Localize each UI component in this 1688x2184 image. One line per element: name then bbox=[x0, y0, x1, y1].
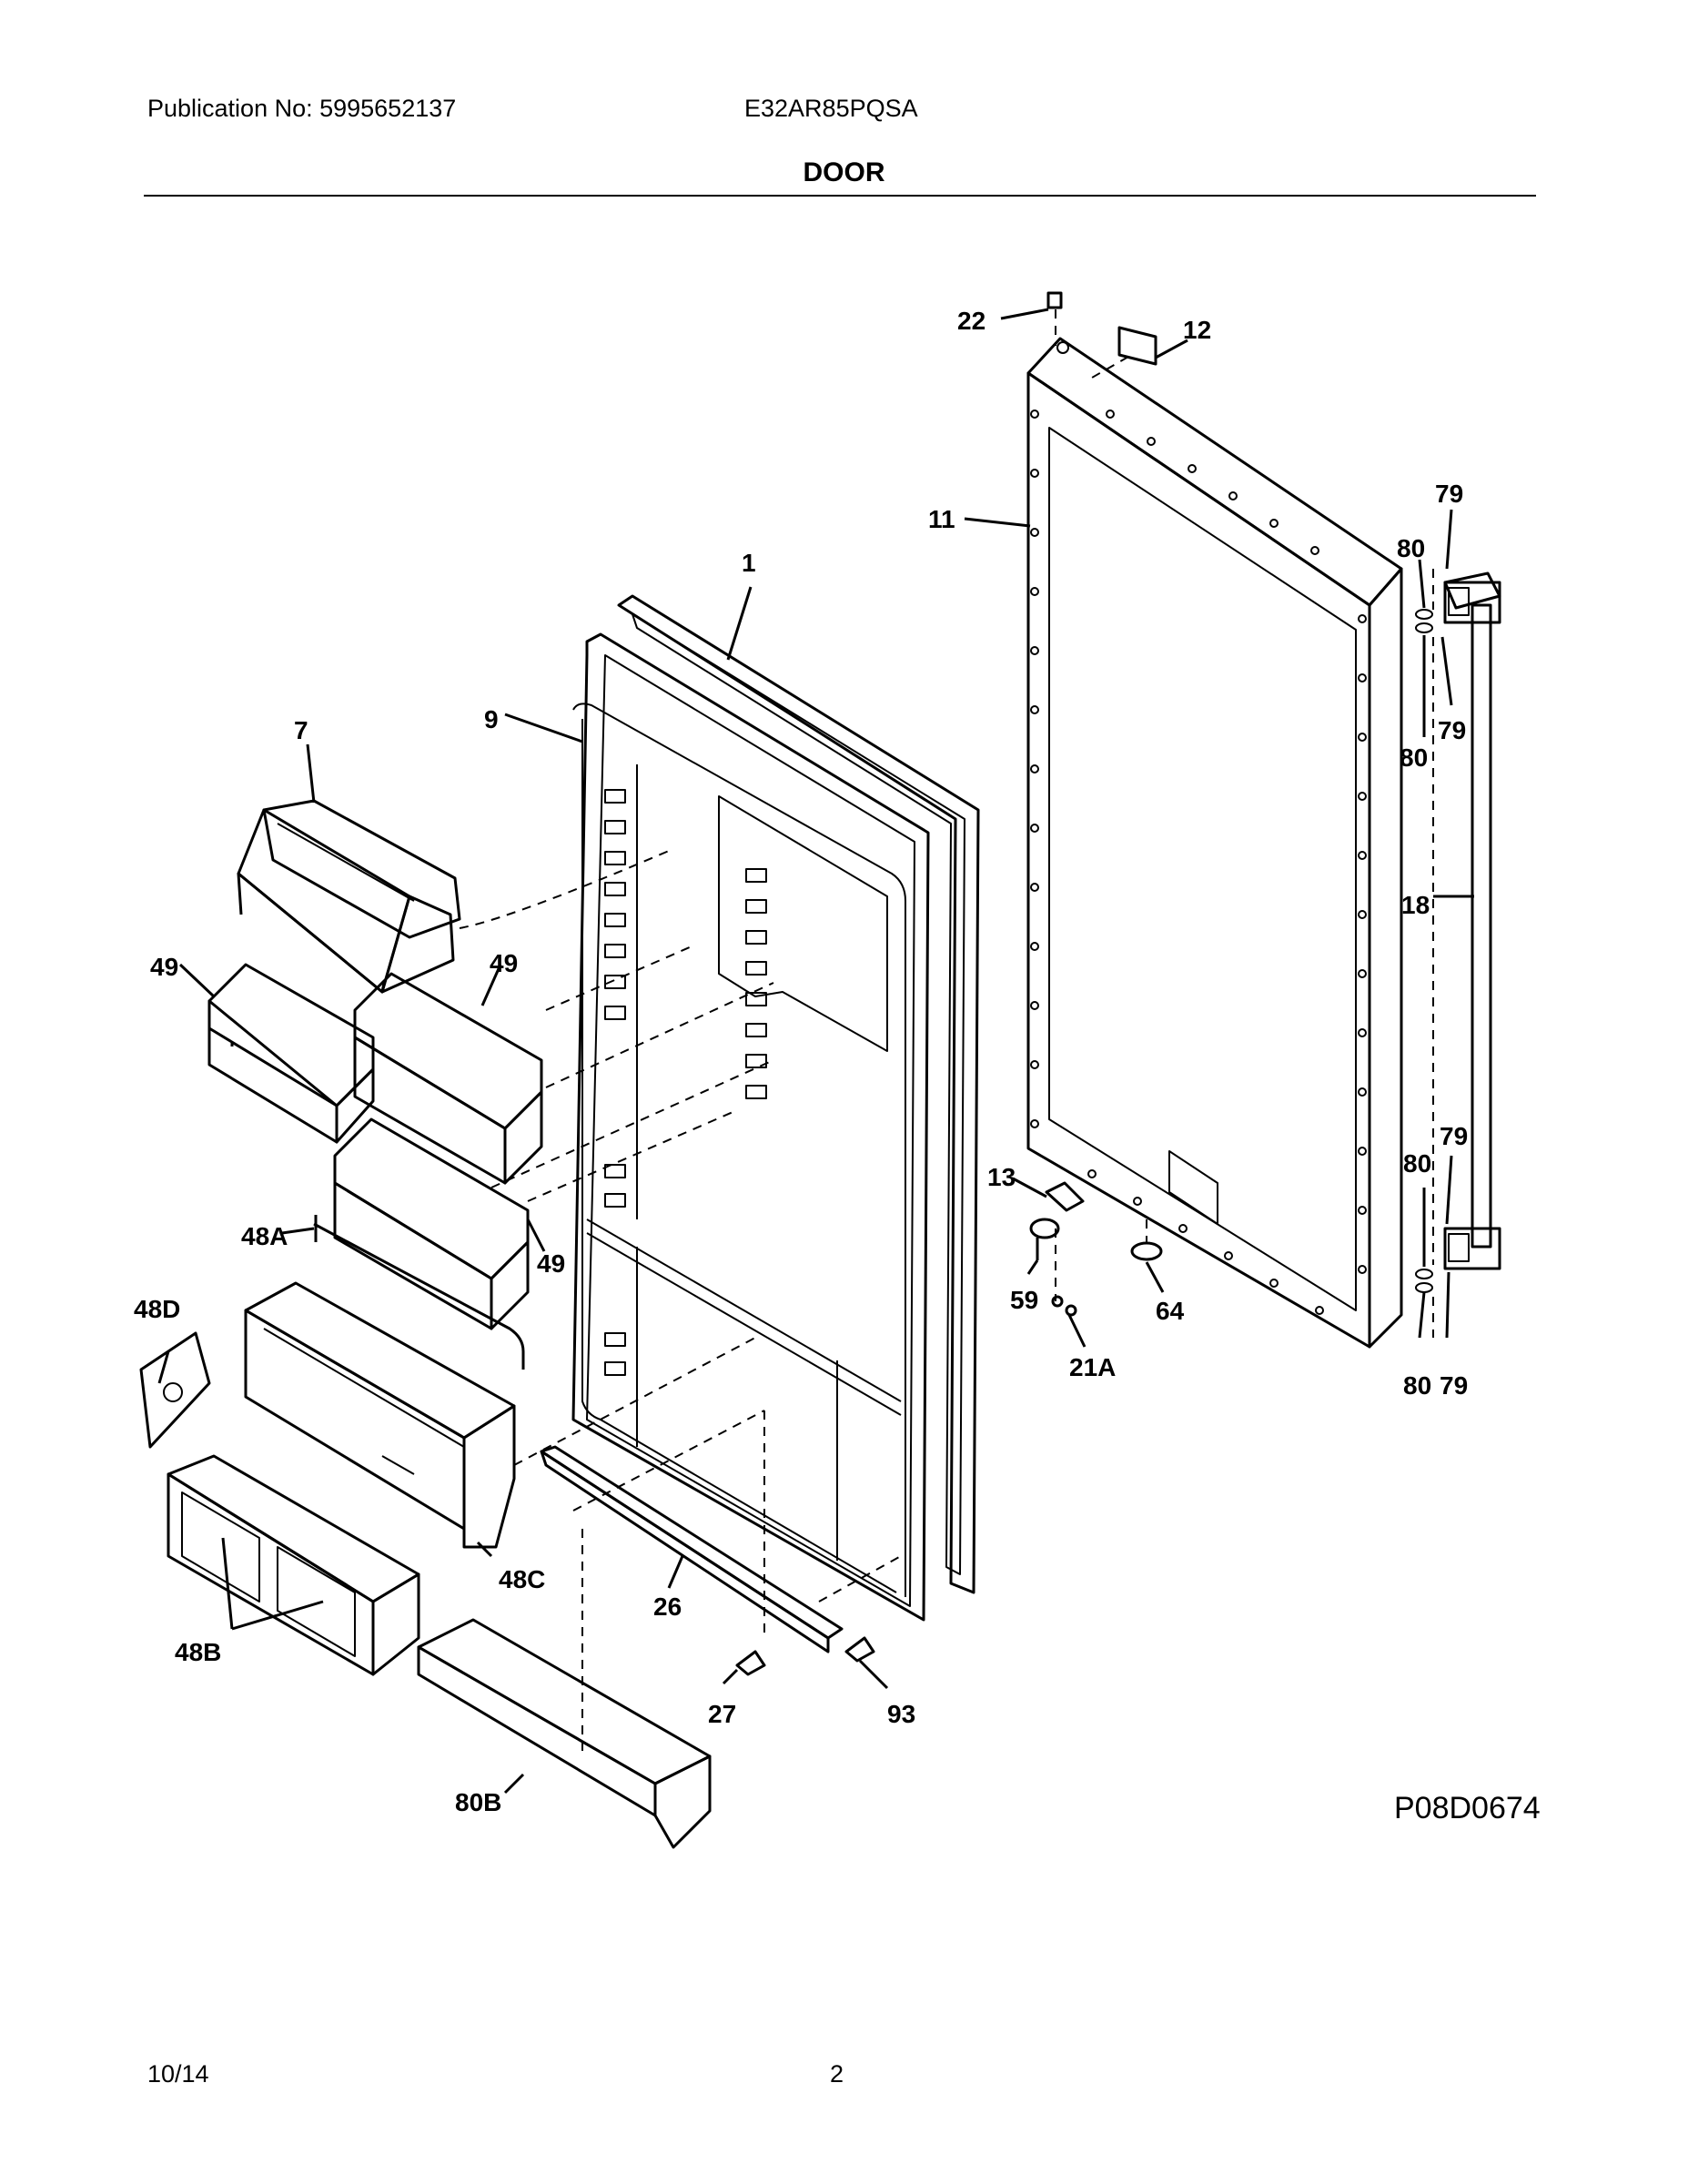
door-inner-liner bbox=[571, 632, 930, 1622]
callout-18: 18 bbox=[1401, 891, 1430, 919]
callout-21A: 21A bbox=[1069, 1353, 1116, 1381]
outer-panel-holes bbox=[1030, 341, 1367, 1315]
shelf-clips bbox=[604, 789, 767, 1376]
callout-labels: 22 12 79 11 80 1 79 80 7 9 18 49 49 79 8… bbox=[134, 307, 1468, 1816]
figure-code: P08D0674 bbox=[1394, 1791, 1541, 1825]
callout-49: 49 bbox=[537, 1249, 565, 1278]
callout-59: 59 bbox=[1010, 1286, 1038, 1314]
callout-49: 49 bbox=[490, 949, 518, 977]
bin-49-center bbox=[353, 972, 543, 1185]
callout-48D: 48D bbox=[134, 1295, 180, 1323]
hinge-pin-59 bbox=[1029, 1218, 1060, 1260]
callout-79: 79 bbox=[1440, 1122, 1468, 1150]
callout-7: 7 bbox=[294, 716, 308, 744]
model-number: E32AR85PQSA bbox=[744, 95, 918, 122]
callout-48A: 48A bbox=[241, 1222, 288, 1250]
screws-21A bbox=[1051, 1295, 1077, 1317]
page-number: 2 bbox=[830, 2060, 844, 2088]
callout-79: 79 bbox=[1435, 480, 1463, 508]
dairy-door-48D bbox=[139, 1331, 211, 1449]
callout-79: 79 bbox=[1440, 1371, 1468, 1400]
callout-9: 9 bbox=[484, 705, 499, 733]
callout-22: 22 bbox=[957, 307, 986, 335]
screw-22 bbox=[1046, 291, 1063, 309]
clips-80-79 bbox=[1415, 609, 1433, 1293]
callout-80: 80 bbox=[1397, 534, 1425, 562]
callout-12: 12 bbox=[1183, 316, 1211, 344]
header-rule bbox=[144, 195, 1536, 197]
bin-49-left bbox=[207, 963, 375, 1144]
shelf-80B bbox=[417, 1618, 712, 1849]
callout-80: 80 bbox=[1403, 1371, 1431, 1400]
callout-48C: 48C bbox=[499, 1565, 545, 1593]
callout-93: 93 bbox=[887, 1700, 915, 1728]
callout-11: 11 bbox=[928, 505, 955, 533]
callout-13: 13 bbox=[987, 1163, 1016, 1191]
dairy-compartment-48C bbox=[244, 1281, 516, 1549]
door-gasket bbox=[617, 594, 980, 1594]
callout-49: 49 bbox=[150, 953, 178, 981]
door-outer-panel bbox=[1026, 337, 1403, 1349]
twin-bins-48B bbox=[167, 1454, 420, 1676]
footer-date: 10/14 bbox=[147, 2060, 209, 2088]
door-handle bbox=[1443, 571, 1501, 1270]
leader-lines bbox=[157, 308, 1474, 1795]
bin-49-lower bbox=[333, 1117, 530, 1330]
callout-27: 27 bbox=[708, 1700, 736, 1728]
wire-48A bbox=[313, 1215, 525, 1370]
callout-79: 79 bbox=[1438, 716, 1466, 744]
assembly-lines bbox=[459, 309, 1434, 1756]
callout-80: 80 bbox=[1400, 743, 1428, 772]
callout-26: 26 bbox=[653, 1592, 682, 1621]
callout-48B: 48B bbox=[175, 1638, 221, 1666]
label-12 bbox=[1117, 326, 1157, 366]
fasteners-27-93 bbox=[735, 1636, 875, 1676]
section-title: DOOR bbox=[803, 157, 885, 187]
trim-26 bbox=[540, 1445, 844, 1653]
publication-number: Publication No: 5995652137 bbox=[147, 95, 457, 122]
callout-1: 1 bbox=[742, 549, 756, 577]
bin-7 bbox=[237, 799, 461, 994]
callout-80: 80 bbox=[1403, 1149, 1431, 1178]
callout-80B: 80B bbox=[455, 1788, 501, 1816]
callout-64: 64 bbox=[1156, 1297, 1185, 1325]
hinge-13 bbox=[1045, 1181, 1085, 1212]
plug-64 bbox=[1130, 1241, 1163, 1261]
